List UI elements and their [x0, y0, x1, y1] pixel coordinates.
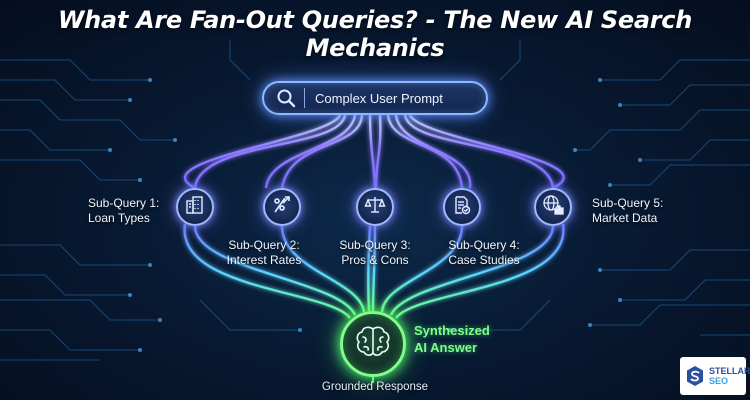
fan-out-lines	[183, 114, 565, 190]
prompt-search-bar: Complex User Prompt	[262, 81, 488, 115]
brain-icon	[354, 325, 392, 364]
sub-query-3-node	[356, 188, 394, 226]
sub-query-4-label: Sub-Query 4:Case Studies	[448, 238, 520, 267]
percent-arrow-icon	[272, 195, 292, 220]
page-title: What Are Fan-Out Queries? - The New AI S…	[57, 6, 693, 62]
sub-query-3-label: Sub-Query 3:Pros & Cons	[339, 238, 411, 267]
sub-query-1-node	[176, 188, 214, 226]
sub-query-1-label: Sub-Query 1:Loan Types	[88, 196, 160, 225]
grounded-response-label: Grounded Response	[321, 381, 429, 393]
prompt-divider	[304, 88, 305, 108]
sub-query-2-node	[263, 188, 301, 226]
circuit-traces	[0, 40, 750, 361]
scales-icon	[364, 194, 386, 221]
circuit-nodes	[108, 78, 642, 352]
document-check-icon	[452, 195, 472, 220]
sub-query-2-label: Sub-Query 2:Interest Rates	[226, 238, 302, 267]
synthesized-answer-node	[340, 311, 406, 377]
prompt-label: Complex User Prompt	[315, 90, 443, 106]
sub-query-5-label: Sub-Query 5:Market Data	[592, 196, 664, 225]
stellar-logo-icon	[685, 365, 705, 387]
search-icon	[272, 84, 300, 112]
sub-query-5-node	[534, 188, 572, 226]
convergence-lines	[183, 223, 565, 319]
building-icon	[185, 195, 205, 220]
globe-chart-icon	[542, 194, 564, 221]
sub-query-4-node	[443, 188, 481, 226]
